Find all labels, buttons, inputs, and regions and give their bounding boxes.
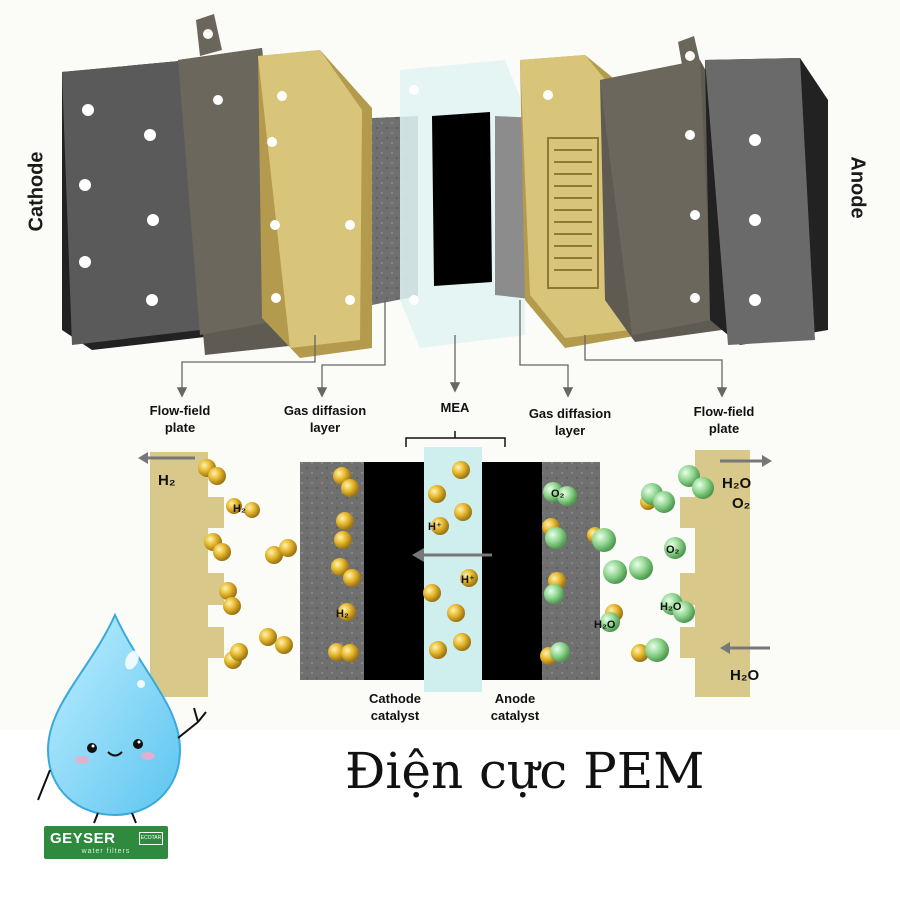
- water-drop-mascot: [37, 612, 207, 824]
- label-h2o-1: H₂O: [594, 619, 616, 631]
- label-h-plus-1: H⁺: [428, 521, 442, 533]
- caption-flow-field-left: Flow-field plate: [149, 403, 211, 435]
- flow-arrows: [138, 452, 772, 654]
- caption-anode-catalyst: Anode catalyst: [490, 691, 540, 723]
- label-h2-1: H₂: [233, 503, 246, 515]
- flow-labels: H₂ H₂O O₂ H₂O: [158, 472, 759, 684]
- cathode-side-label: Cathode: [25, 151, 48, 232]
- flow-out-h2o: H₂O: [722, 475, 751, 492]
- cathode-end-plate: [62, 60, 222, 350]
- flow-out-o2: O₂: [732, 495, 750, 512]
- page-title: Điện cực PEM: [345, 742, 705, 800]
- caption-cathode-catalyst: Cathode catalyst: [369, 691, 421, 723]
- label-h-plus-2: H⁺: [461, 574, 475, 586]
- right-flow-field-section: [680, 450, 750, 697]
- caption-mea: MEA: [440, 400, 470, 415]
- flow-out-h2: H₂: [158, 472, 176, 489]
- membrane-electrode-assembly: [400, 60, 525, 348]
- label-o2-2: O₂: [666, 544, 680, 556]
- caption-gdl-left: Gas diffasion layer: [283, 403, 367, 435]
- cathode-catalyst-section: [364, 462, 424, 680]
- cathode-flow-field-plate: [258, 50, 372, 358]
- flow-in-h2o: H₂O: [730, 667, 759, 684]
- hydrogen-molecules: [198, 459, 656, 669]
- label-o2-1: O₂: [551, 488, 565, 500]
- anode-side-label: Anode: [846, 156, 869, 219]
- logo-tagline: water filters: [81, 848, 131, 855]
- pem-diagram: H₂ H₂ H⁺ H⁺ O₂ O₂ H₂O H₂O H₂ H₂O O₂ H₂O: [62, 14, 828, 697]
- molecule-labels: H₂ H₂ H⁺ H⁺ O₂ O₂ H₂O H₂O: [233, 488, 682, 631]
- anode-current-collector: [600, 36, 722, 342]
- caption-gdl-right: Gas diffasion layer: [528, 406, 612, 438]
- caption-flow-field-right: Flow-field plate: [693, 404, 755, 436]
- logo-badge: ECOTAR: [139, 832, 163, 845]
- leader-lines: [176, 300, 728, 398]
- geyser-logo: GEYSER ECOTAR water filters: [44, 826, 168, 859]
- anode-catalyst-section: [482, 462, 542, 680]
- label-h2-2: H₂: [336, 608, 349, 620]
- anode-end-plate: [705, 58, 828, 345]
- left-flow-field-section: [150, 452, 224, 697]
- oxygen-molecules: [543, 465, 714, 662]
- diagram-panel: H₂ H₂ H⁺ H⁺ O₂ O₂ H₂O H₂O H₂ H₂O O₂ H₂O: [62, 14, 828, 697]
- mea-bracket: [405, 431, 506, 447]
- label-h2o-2: H₂O: [660, 601, 682, 613]
